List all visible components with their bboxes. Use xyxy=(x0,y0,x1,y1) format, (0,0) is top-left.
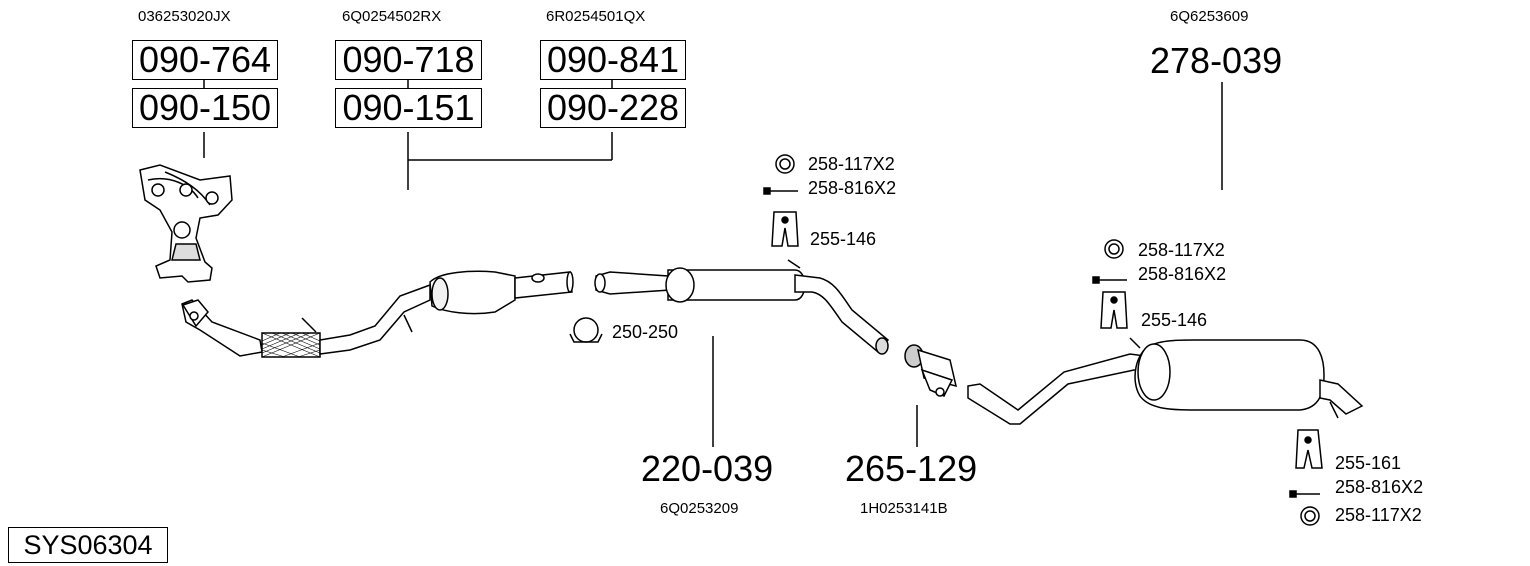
ring-icon xyxy=(1300,506,1320,526)
middle-silencer xyxy=(594,259,890,355)
exhaust-manifold xyxy=(139,164,233,283)
part-number-hanger[interactable]: 255-161 xyxy=(1335,453,1402,473)
part-number-ring[interactable]: 258-117X2 xyxy=(1335,505,1422,525)
oem-number-manifold: 036253020JX xyxy=(138,8,231,25)
oem-number-group3: 6R0254501QX xyxy=(546,8,646,25)
ring-icon xyxy=(775,154,795,174)
part-number-box[interactable]: 090-150 xyxy=(132,88,278,128)
part-number-middle-silencer[interactable]: 220-039 xyxy=(641,448,774,489)
part-number-box[interactable]: 090-151 xyxy=(335,88,482,128)
front-pipe xyxy=(181,283,431,358)
part-number-box[interactable]: 090-841 xyxy=(540,40,686,80)
hanger-icon xyxy=(1100,291,1128,329)
part-number-bolt[interactable]: 258-816X2 xyxy=(808,178,897,198)
catalytic-converter xyxy=(429,270,574,315)
part-number-rear-silencer[interactable]: 278-039 xyxy=(1150,40,1283,81)
part-number-bolt[interactable]: 258-816X2 xyxy=(1138,264,1227,284)
part-number-box[interactable]: 090-764 xyxy=(132,40,278,80)
part-number-connector[interactable]: 265-129 xyxy=(845,448,978,489)
part-number-clamp[interactable]: 250-250 xyxy=(612,322,679,342)
oem-number-rear: 6Q6253609 xyxy=(1170,8,1249,25)
part-number-ring[interactable]: 258-117X2 xyxy=(808,154,895,174)
ring-icon xyxy=(1104,239,1124,259)
oem-number-connector: 1H0253141B xyxy=(860,500,948,517)
part-number-box[interactable]: 090-718 xyxy=(335,40,482,80)
connector-pipe xyxy=(904,344,958,397)
oem-number-catalyst: 6Q0254502RX xyxy=(342,8,442,25)
diagram-code: SYS06304 xyxy=(8,527,168,563)
part-number-hanger[interactable]: 255-146 xyxy=(810,229,877,249)
clamp-icon xyxy=(569,317,603,343)
part-number-box[interactable]: 090-228 xyxy=(540,88,686,128)
part-number-bolt[interactable]: 258-816X2 xyxy=(1335,477,1424,497)
part-number-hanger[interactable]: 255-146 xyxy=(1141,310,1208,330)
hanger-icon xyxy=(1295,429,1323,469)
part-number-ring[interactable]: 258-117X2 xyxy=(1138,240,1225,260)
rear-silencer xyxy=(967,337,1364,425)
oem-number-middle: 6Q0253209 xyxy=(660,500,739,517)
hanger-icon xyxy=(771,211,799,247)
